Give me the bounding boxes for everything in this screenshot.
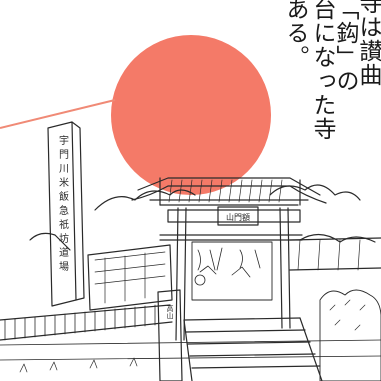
gate-pillar-left bbox=[175, 207, 187, 341]
red-sun-circle bbox=[111, 35, 271, 195]
stone-pillar-inscription: 宇門川米飯急祇坊道場 bbox=[57, 134, 69, 275]
side-post bbox=[157, 289, 183, 381]
vertical-text-line-4: ある。 bbox=[282, 0, 308, 69]
side-post-text: 高山 bbox=[166, 304, 174, 320]
gate-plaque-frame bbox=[217, 206, 259, 226]
red-diagonal-line bbox=[0, 99, 116, 129]
vertical-text-line-3: 台になった寺 bbox=[309, 0, 335, 141]
stairs bbox=[183, 317, 321, 369]
vertical-text-line-2: 「鈎」の bbox=[332, 0, 358, 93]
vertical-text-line-1: 寺は讃曲 bbox=[355, 0, 381, 87]
front-fence bbox=[0, 304, 173, 341]
gate-roof bbox=[137, 177, 321, 196]
gate-plaque-text: 山門額 bbox=[226, 212, 250, 222]
gate-pillar-right bbox=[279, 207, 291, 329]
